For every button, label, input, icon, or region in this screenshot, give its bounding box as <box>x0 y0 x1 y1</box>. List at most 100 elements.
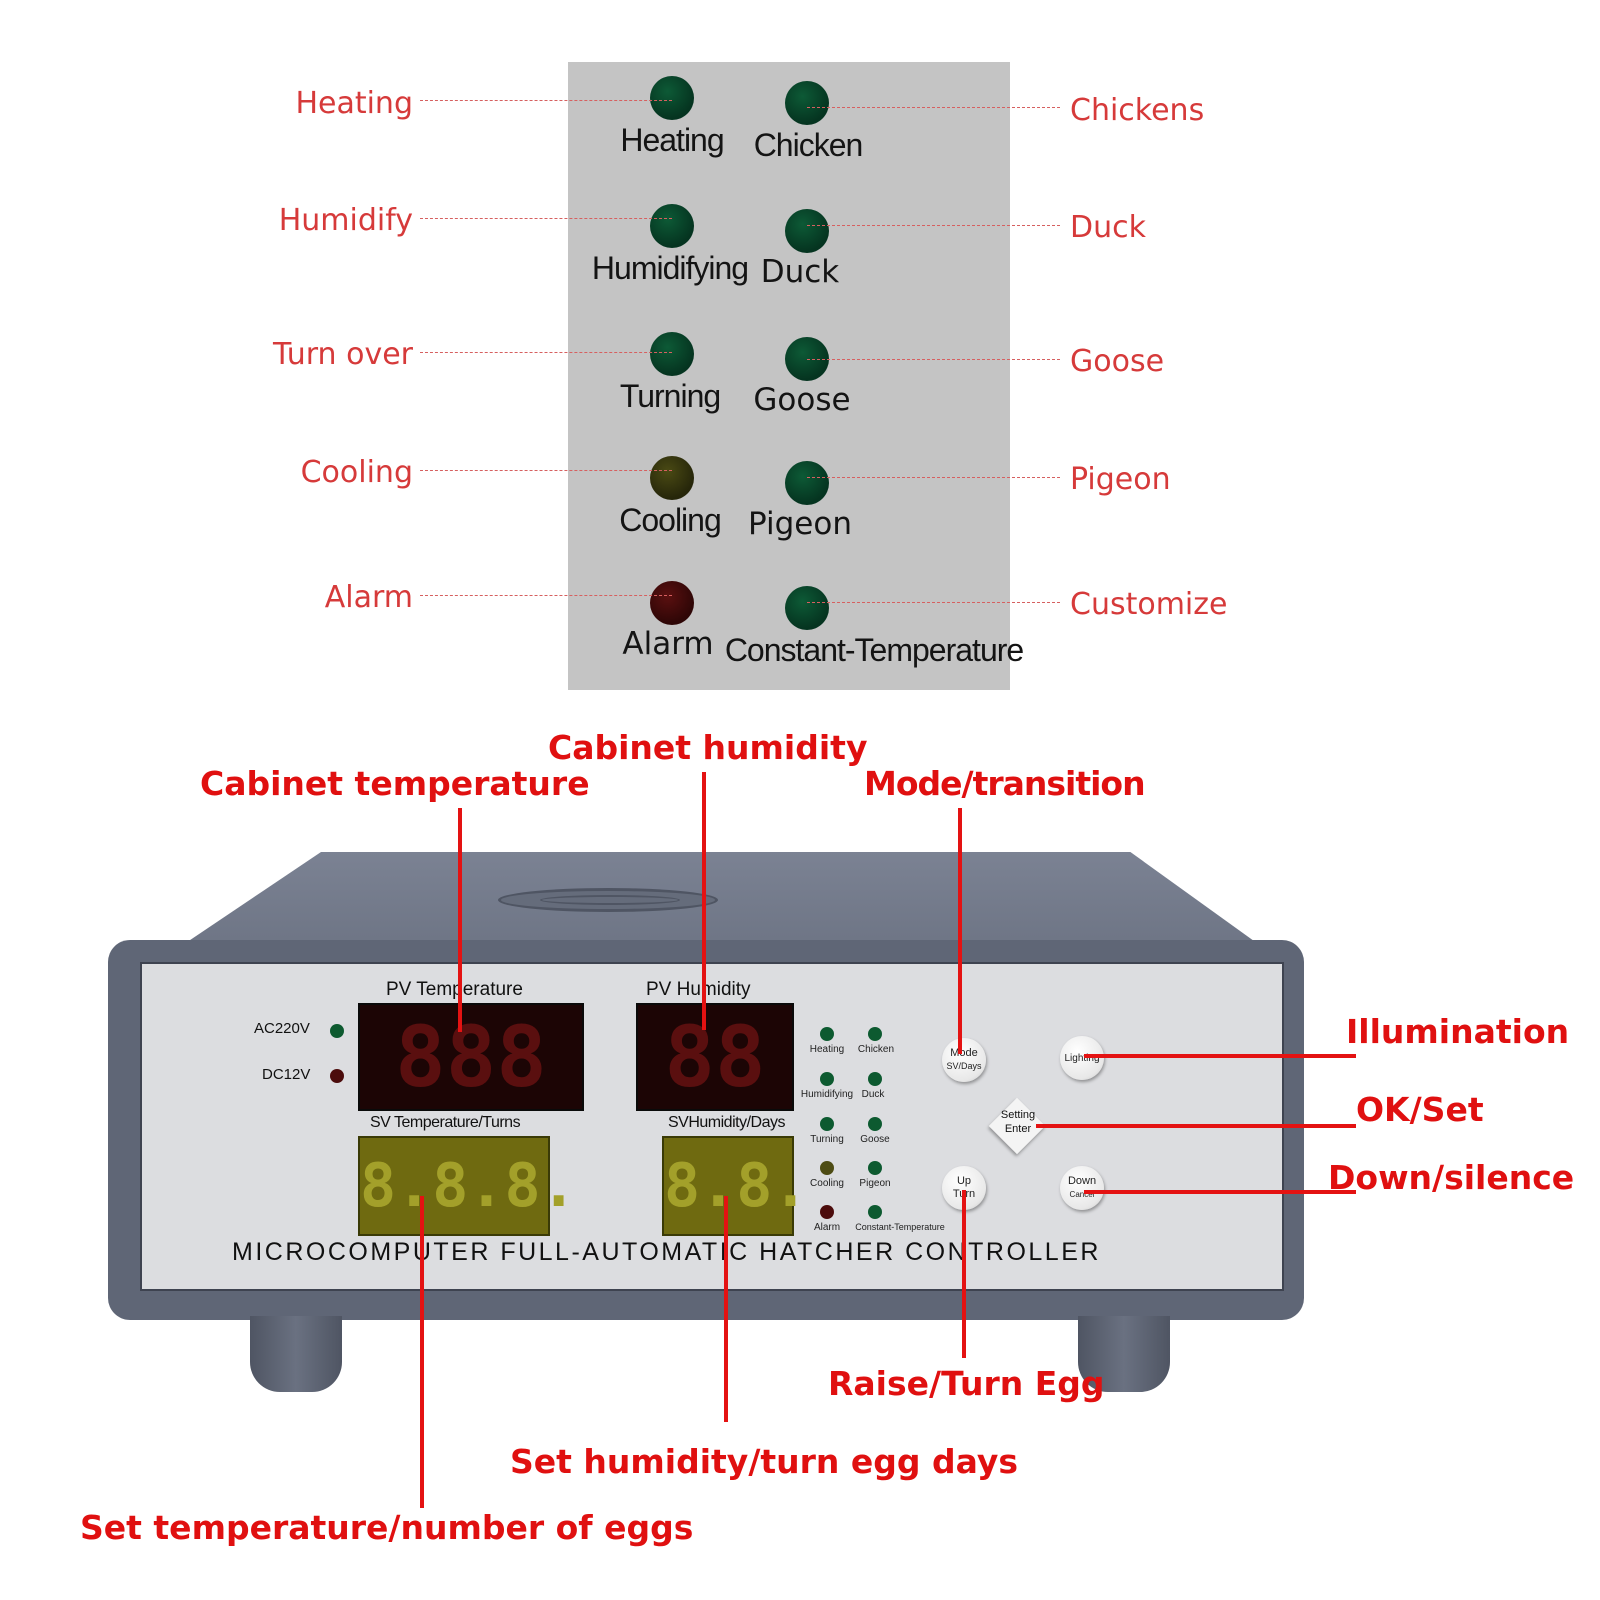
small-turning-led-icon <box>820 1117 834 1131</box>
dc12v-label: DC12V <box>262 1066 311 1083</box>
small-goose-led-icon <box>868 1117 882 1131</box>
pv-humidity-display: 88 <box>636 1003 794 1111</box>
panel-label-cooling: Cooling <box>619 502 722 538</box>
panel-label-heating: Heating <box>620 122 724 158</box>
leader-line <box>807 477 1060 478</box>
side-label-turn-over: Turn over <box>272 337 413 372</box>
panel-label-alarm: Alarm <box>622 626 714 662</box>
callout-line-illumination <box>1084 1054 1356 1058</box>
constant-temperature-led-icon <box>785 586 829 630</box>
panel-label-constant-temperature: Constant-Temperature <box>724 632 1024 668</box>
callout-cabinet-humidity: Cabinet humidity <box>548 728 868 767</box>
small-label-humidifying: Humidifying <box>800 1089 854 1100</box>
small-label-alarm: Alarm <box>813 1222 841 1233</box>
callout-line-mode <box>958 808 962 1054</box>
side-label-pigeon: Pigeon <box>1070 462 1171 497</box>
down-button-label: Down <box>1067 1175 1097 1187</box>
enter-label: Enter <box>1004 1123 1032 1135</box>
dc-power-led-icon <box>330 1069 344 1083</box>
sv-humidity-display: 8.8. <box>662 1136 809 1236</box>
setting-label: Setting <box>1000 1109 1036 1121</box>
callout-mode-transition: Mode/transition <box>864 764 1146 803</box>
callout-down-silence: Down/silence <box>1328 1158 1575 1197</box>
duck-led-icon <box>785 209 829 253</box>
setting-enter-label: Setting Enter <box>999 1108 1037 1136</box>
humidifying-led-icon <box>650 204 694 248</box>
side-label-humidify: Humidify <box>278 203 413 238</box>
lighting-button[interactable]: Lighting <box>1060 1036 1104 1080</box>
up-button-label: Up <box>956 1175 972 1187</box>
panel-label-duck: Duck <box>760 254 840 290</box>
cancel-button-label: Cancel <box>1069 1190 1095 1199</box>
side-label-customize: Customize <box>1070 587 1228 622</box>
leader-line <box>420 595 672 596</box>
small-label-goose: Goose <box>860 1134 890 1145</box>
leader-line <box>420 218 672 219</box>
callout-set-humidity: Set humidity/turn egg days <box>510 1442 1019 1481</box>
turning-led-icon <box>650 332 694 376</box>
pv-temperature-label: PV Temperature <box>386 979 523 1000</box>
panel-label-humidifying: Humidifying <box>591 250 749 286</box>
side-label-alarm: Alarm <box>324 580 413 615</box>
panel-label-turning: Turning <box>619 378 721 414</box>
panel-label-pigeon: Pigeon <box>748 506 852 542</box>
ac-power-led-icon <box>330 1024 344 1038</box>
callout-cabinet-temperature: Cabinet temperature <box>200 764 590 803</box>
leader-line <box>807 359 1060 360</box>
down-cancel-button[interactable]: Down Cancel <box>1060 1166 1104 1210</box>
side-label-cooling: Cooling <box>300 455 413 490</box>
small-cooling-led-icon <box>820 1161 834 1175</box>
side-label-goose: Goose <box>1070 344 1165 379</box>
mode-button-sublabel: SV/Days <box>946 1061 982 1071</box>
small-label-cooling: Cooling <box>810 1178 844 1189</box>
callout-line-cabinet-humidity <box>702 772 706 1030</box>
callout-line-set-temperature <box>420 1196 424 1508</box>
speaker-vent <box>498 888 718 912</box>
sv-temperature-display: 8.8.8. <box>358 1136 577 1236</box>
cooling-led-icon <box>650 456 694 500</box>
small-humidifying-led-icon <box>820 1072 834 1086</box>
mode-button[interactable]: Mode SV/Days <box>942 1038 986 1082</box>
callout-line-set-humidity <box>724 1196 728 1422</box>
small-label-heating: Heating <box>809 1044 845 1055</box>
small-duck-led-icon <box>868 1072 882 1086</box>
side-label-chickens: Chickens <box>1070 93 1205 128</box>
small-label-turning: Turning <box>810 1134 844 1145</box>
leader-line <box>807 107 1060 108</box>
panel-label-chicken: Chicken <box>753 127 864 163</box>
callout-ok-set: OK/Set <box>1356 1090 1484 1129</box>
callout-line-cabinet-temperature <box>458 808 462 1032</box>
leader-line <box>807 225 1060 226</box>
small-heating-led-icon <box>820 1027 834 1041</box>
small-alarm-led-icon <box>820 1205 834 1219</box>
small-label-duck: Duck <box>861 1089 885 1100</box>
leader-line <box>807 602 1060 603</box>
small-label-pigeon: Pigeon <box>859 1178 891 1189</box>
small-chicken-led-icon <box>868 1027 882 1041</box>
pigeon-led-icon <box>785 461 829 505</box>
callout-line-down-silence <box>1084 1190 1356 1194</box>
pv-temperature-display: 888 <box>358 1003 584 1111</box>
mode-button-label: Mode <box>950 1047 978 1059</box>
alarm-led-icon <box>650 581 694 625</box>
device-foot-left <box>250 1316 342 1392</box>
panel-label-goose: Goose <box>753 382 851 418</box>
ac220v-label: AC220V <box>254 1020 310 1037</box>
speaker-vent-inner <box>540 895 680 905</box>
sv-humidity-days-label: SVHumidity/Days <box>668 1114 785 1131</box>
device-foot-right <box>1078 1316 1170 1392</box>
leader-line <box>420 352 672 353</box>
small-pigeon-led-icon <box>868 1161 882 1175</box>
callout-raise-turn-egg: Raise/Turn Egg <box>828 1364 1105 1403</box>
small-label-chicken: Chicken <box>857 1044 895 1055</box>
callout-illumination: Illumination <box>1346 1012 1570 1051</box>
small-label-constant-temperature: Constant-Temperature <box>855 1222 945 1232</box>
heating-led-icon <box>650 76 694 120</box>
lighting-button-label: Lighting <box>1064 1052 1100 1064</box>
sv-temperature-turns-label: SV Temperature/Turns <box>370 1114 521 1131</box>
callout-line-raise-turn <box>962 1190 966 1358</box>
side-label-heating: Heating <box>295 86 413 121</box>
chicken-led-icon <box>785 81 829 125</box>
side-label-duck: Duck <box>1070 210 1146 245</box>
device-title: MICROCOMPUTER FULL-AUTOMATIC HATCHER CON… <box>232 1238 1101 1266</box>
